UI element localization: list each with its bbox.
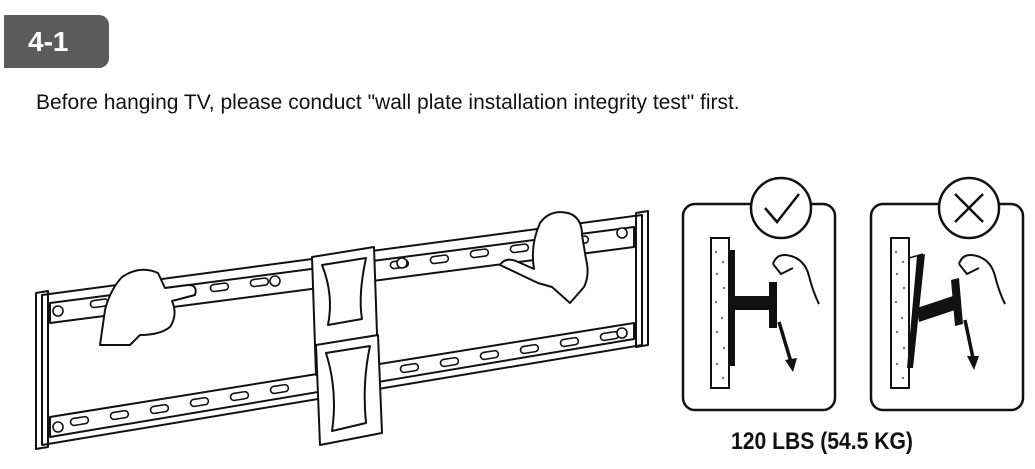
right-hand-drawing	[499, 211, 589, 304]
wall-plate-illustration	[35, 210, 649, 450]
x-icon	[937, 176, 1001, 240]
correct-panel	[681, 176, 837, 412]
left-hand-drawing	[99, 268, 197, 346]
instruction-text: Before hanging TV, please conduct "wall …	[36, 91, 740, 114]
weight-capacity-label: 120 LBS (54.5 KG)	[731, 428, 913, 455]
step-badge: 4-1	[4, 15, 109, 68]
incorrect-panel	[869, 176, 1025, 412]
check-icon	[749, 176, 813, 240]
step-number: 4-1	[28, 25, 69, 57]
